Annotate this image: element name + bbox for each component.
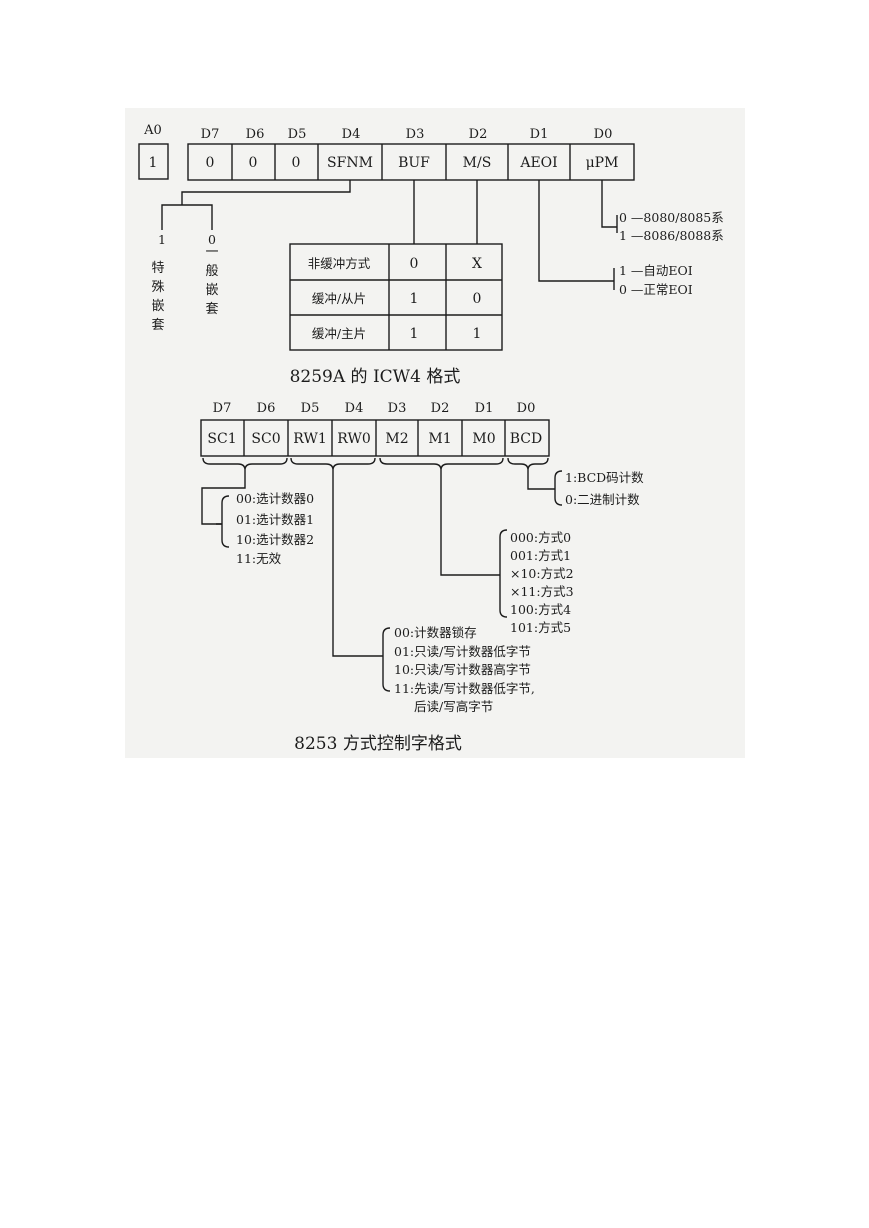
buf-mode-table (289, 243, 503, 351)
sc-opt1: 01:选计数器1 (236, 512, 314, 527)
rw-opt2: 10:只读/写计数器高字节 (394, 662, 531, 677)
buf-row1-label: 非缓冲方式 (308, 256, 371, 271)
icw4-bit-d5-value: 0 (292, 155, 301, 171)
icw4-bit-d6-value: 0 (249, 155, 258, 171)
a0-label: A0 (143, 123, 162, 138)
rw-opt3: 11:先读/写计数器低字节, (394, 681, 535, 696)
mode-opt1: 001:方式1 (510, 548, 571, 563)
icw4-bit-d5-label: D5 (288, 127, 307, 142)
cw-bit-d1-label: D1 (475, 401, 494, 416)
icw4-diagram: A0 1 D7 D6 D5 D4 D3 D2 D1 D0 0 0 0 SFNM … (138, 123, 724, 387)
cw-bit-d4-label: D4 (345, 401, 364, 416)
icw4-bit-d1-label: D1 (530, 127, 549, 142)
cw-bit-d3-value: M2 (385, 431, 408, 447)
a0-box (138, 143, 169, 180)
icw4-caption: 8259A 的 ICW4 格式 (290, 367, 461, 387)
buf-row1-ms: X (472, 256, 482, 272)
icw4-bit-d4-label: D4 (342, 127, 361, 142)
cw-bit-d0-value: BCD (510, 431, 542, 447)
cw-bit-d2-label: D2 (431, 401, 450, 416)
buf-row1-buf: 0 (410, 256, 419, 272)
aeoi-opt0: 0 —正常EOI (619, 282, 693, 297)
sc-opt3: 11:无效 (236, 551, 282, 566)
icw4-bit-d6-label: D6 (246, 127, 265, 142)
cw8253-caption: 8253 方式控制字格式 (294, 734, 462, 754)
scanned-figure-background (125, 108, 745, 758)
sc-opt0: 00:选计数器0 (236, 491, 314, 506)
cw-bit-d5-value: RW1 (293, 431, 327, 447)
icw4-bit-d3-label: D3 (406, 127, 425, 142)
icw4-bit-d7-value: 0 (206, 155, 215, 171)
bcd-opt1: 1:BCD码计数 (565, 470, 644, 485)
cw-bit-d1-value: M0 (472, 431, 495, 447)
sfnm-opt2-text: 一般嵌套 (205, 245, 218, 317)
buf-row3-ms: 1 (473, 326, 482, 342)
aeoi-opt1: 1 —自动EOI (619, 263, 693, 278)
mode-opt0: 000:方式0 (510, 530, 571, 545)
upm-opt0: 0 —8080/8085系 (619, 210, 724, 225)
mode-opt5: 101:方式5 (510, 620, 571, 635)
cw-bit-d2-value: M1 (428, 431, 451, 447)
icw4-bit-d3-value: BUF (398, 155, 430, 171)
rw-opt3-cont: 后读/写高字节 (414, 699, 493, 714)
icw4-bit-d1-value: AEOI (519, 155, 557, 171)
cw-bit-d6-value: SC0 (251, 431, 280, 447)
icw4-bit-d7-label: D7 (201, 127, 220, 142)
mode-opt3: ×11:方式3 (510, 584, 574, 599)
buf-row2-label: 缓冲/从片 (312, 291, 366, 306)
cw-bit-d7-label: D7 (213, 401, 232, 416)
icw4-bit-d2-label: D2 (469, 127, 488, 142)
a0-value: 1 (149, 155, 158, 171)
sfnm-opt1-value: 1 (158, 232, 166, 247)
icw4-bit-d0-label: D0 (594, 127, 613, 142)
cw-register (200, 419, 550, 457)
cw-bit-d3-label: D3 (388, 401, 407, 416)
rw-opt1: 01:只读/写计数器低字节 (394, 644, 531, 659)
sfnm-opt2-value: 0 (208, 232, 216, 247)
upm-opt1: 1 —8086/8088系 (619, 228, 724, 243)
buf-row3-label: 缓冲/主片 (312, 326, 366, 341)
bcd-opt0: 0:二进制计数 (565, 492, 640, 507)
mode-opt2: ×10:方式2 (510, 566, 574, 581)
buf-row2-ms: 0 (473, 291, 482, 307)
cw-bit-d7-value: SC1 (207, 431, 236, 447)
mode-opt4: 100:方式4 (510, 602, 571, 617)
icw4-bit-d4-value: SFNM (327, 155, 373, 171)
sc-opt2: 10:选计数器2 (236, 532, 314, 547)
icw4-register (187, 143, 635, 181)
cw-bit-d0-label: D0 (517, 401, 536, 416)
sfnm-opt1-text: 特殊嵌套 (151, 261, 164, 333)
icw4-bit-d0-value: μPM (586, 155, 619, 171)
cw-bit-d5-label: D5 (301, 401, 320, 416)
cw-bit-d6-label: D6 (257, 401, 276, 416)
cw-bit-d4-value: RW0 (337, 431, 371, 447)
icw4-bit-d2-value: M/S (463, 155, 492, 171)
cw8253-diagram: D7 D6 D5 D4 D3 D2 D1 D0 SC1 SC0 RW1 RW0 … (200, 401, 644, 754)
buf-row3-buf: 1 (410, 326, 419, 342)
buf-row2-buf: 1 (410, 291, 419, 307)
rw-opt0: 00:计数器锁存 (394, 625, 477, 640)
